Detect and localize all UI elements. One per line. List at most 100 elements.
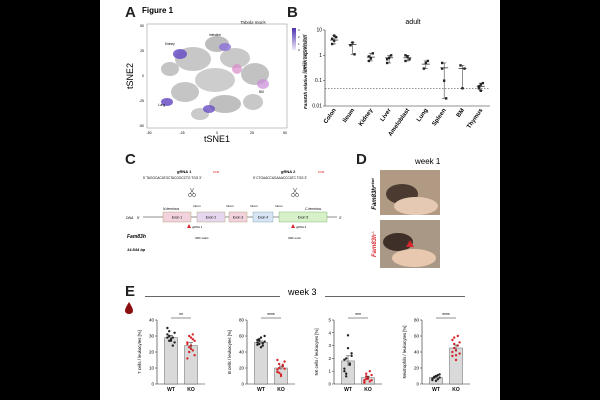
grna2-sequence: 5' CTGAACCAGAAACCCATC TGG 3': [253, 176, 307, 180]
cluster-label-lung: Lung: [158, 103, 165, 107]
grna1-marker-icon: [187, 224, 191, 228]
cluster-label-bm: BM: [259, 90, 264, 94]
five-prime-label: 5': [137, 216, 140, 220]
e-data-point: [256, 338, 259, 342]
e-data-point: [276, 370, 279, 374]
chart-b-data-point: [334, 35, 338, 39]
chart-b-data-point: [387, 56, 391, 59]
e-data-point: [278, 371, 281, 374]
e-data-point: [279, 374, 283, 378]
exon-label: Exon 5: [298, 216, 309, 220]
e-significance-label: ****: [442, 313, 450, 319]
figure-title: Figure 1: [142, 6, 174, 15]
panel-label-e: E: [125, 283, 136, 300]
chart-b-data-point: [330, 37, 334, 40]
e-category-label: KO: [187, 387, 195, 393]
e-y-tick-label: 30: [149, 334, 155, 339]
chart-b-category-label: BM: [456, 108, 466, 119]
e-data-point: [456, 334, 459, 338]
ko-genotype-label: Fam83h-/-: [371, 230, 378, 257]
panel-label-d: D: [356, 151, 367, 168]
tsne-y-tick: -25: [139, 99, 144, 103]
chart-b-ylabel: Fam83h relative mRNA expression: [303, 35, 308, 109]
e-data-point: [436, 378, 439, 381]
e-data-point: [283, 360, 286, 363]
gene-name: Fam83h: [127, 234, 146, 240]
e-category-label: WT: [344, 387, 352, 393]
chart-b-data-point: [369, 57, 373, 60]
chart-b-data-point: [481, 81, 485, 85]
chart-b-title: adult: [405, 19, 420, 26]
chart-b-data-point: [367, 59, 371, 63]
e-data-point: [256, 343, 259, 346]
expression-legend-bar: [292, 28, 296, 50]
hand-ko: [392, 249, 436, 267]
chart-b-category-label: Spleen: [432, 107, 448, 127]
exon-box: [162, 211, 192, 223]
chart-b-data-point: [353, 53, 356, 56]
e-data-point: [368, 370, 371, 373]
chart-b-y-tick-label: 1: [319, 53, 322, 59]
e-data-point: [166, 333, 169, 336]
e-data-point: [171, 336, 174, 339]
e-data-point: [259, 346, 263, 349]
exon-box: [228, 211, 248, 223]
chart-b-y-tick-label: 0.1: [315, 78, 322, 84]
chart-b-data-point: [440, 61, 444, 65]
e-data-point: [263, 340, 266, 343]
grna2-marker-icon: [291, 224, 295, 228]
expression-chart: adult Fam83h relative mRNA expression 10…: [303, 19, 490, 138]
e-data-point: [171, 344, 174, 347]
chart-b-data-point: [426, 59, 430, 63]
e-y-tick-label: 1: [328, 369, 331, 374]
e-data-point: [186, 357, 189, 360]
chart-b-data-point: [477, 85, 481, 88]
e-y-tick-label: 60: [414, 334, 420, 339]
tsne-x-ticks: -50 -25 0 25 50: [146, 131, 287, 135]
e-y-tick-label: 40: [239, 350, 245, 355]
e-data-point: [191, 349, 194, 352]
chart-b-category-label: Liver: [380, 107, 394, 123]
e-significance-label: ****: [267, 313, 275, 319]
e-y-tick-label: 4: [328, 330, 331, 335]
e-data-point: [166, 326, 169, 330]
e-data-point: [343, 358, 346, 361]
cluster-label-intestine: Intestine: [209, 33, 221, 37]
e-y-tick-label: 80: [414, 318, 420, 323]
tsne-y-tick: 0: [142, 74, 144, 78]
e-y-tick-label: 60: [239, 334, 245, 339]
e-data-point: [186, 342, 189, 346]
e-category-label: KO: [277, 387, 285, 393]
e-data-point: [343, 370, 346, 373]
e-data-point: [438, 373, 441, 376]
e-y-tick-label: 2: [328, 356, 331, 361]
e-y-tick-label: 80: [239, 318, 245, 323]
e-data-point: [458, 341, 461, 344]
e-data-point: [261, 342, 264, 345]
e-data-point: [193, 339, 196, 342]
pam1-label: PAM: [213, 170, 220, 174]
chart-b-data-point: [422, 67, 426, 70]
e-bar: [184, 345, 198, 385]
e-y-label: B cells / leukocytes [%]: [227, 330, 232, 374]
e-y-tick-label: 20: [239, 366, 245, 371]
grna1-sequence: 5' TAGGCACATGCTACGGCCTG TGG 3': [143, 176, 202, 180]
chart-b-data-point: [332, 39, 336, 42]
tsne-y-ticks: 50 25 0 -25 -50: [139, 24, 144, 128]
e-data-point: [281, 363, 284, 366]
chart-b-y-tick-label: 10: [316, 28, 322, 34]
chart-b-data-point: [385, 58, 389, 61]
red-arrow-icon: [406, 240, 414, 247]
chart-b-category-label: Ileum: [342, 108, 356, 124]
tsne-x-tick: 0: [216, 131, 218, 135]
chart-b-data-point: [349, 44, 352, 47]
pam2-label: PAM: [318, 170, 325, 174]
e-data-point: [370, 373, 373, 377]
chart-b-data-point: [367, 55, 371, 58]
c-terminus-label: C-terminus: [305, 207, 321, 211]
chart-b-data-point: [459, 64, 462, 67]
